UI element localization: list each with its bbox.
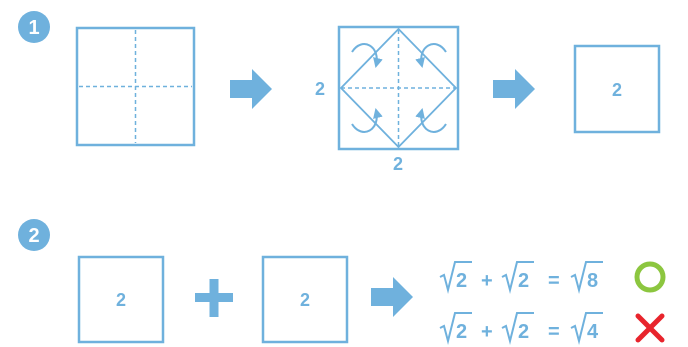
square-left: 2 xyxy=(77,255,165,344)
square-right: 2 xyxy=(261,255,349,344)
step-1-badge: 1 xyxy=(18,11,50,43)
fold-arrow-icon xyxy=(351,108,383,133)
folded-bottom-label: 2 xyxy=(393,154,403,174)
equation-wrong: 2 + 2 = 4 xyxy=(439,312,665,345)
eq1-plus: + xyxy=(481,270,493,292)
square-left-label: 2 xyxy=(116,290,126,310)
unfolded-square xyxy=(75,26,196,147)
folded-left-label: 2 xyxy=(315,79,325,99)
step-2-number: 2 xyxy=(28,225,39,247)
sqrt-icon xyxy=(501,312,534,345)
sqrt-icon xyxy=(570,312,603,345)
equation-correct: 2 + 2 = 8 xyxy=(439,261,666,294)
inner-diamond xyxy=(339,27,458,149)
result-square-label: 2 xyxy=(612,80,622,100)
arrow-right-icon xyxy=(371,277,413,317)
eq2-equals: = xyxy=(548,321,560,343)
eq1-equals: = xyxy=(548,270,560,292)
eq1-rhs: 8 xyxy=(587,270,598,292)
sqrt-icon xyxy=(439,261,472,294)
sqrt-icon xyxy=(570,261,603,294)
sqrt-icon xyxy=(501,261,534,294)
folding-square xyxy=(337,25,460,151)
cross-icon xyxy=(635,313,665,343)
fold-arrow-icon xyxy=(415,108,447,133)
step-1-number: 1 xyxy=(28,17,39,39)
result-square: 2 xyxy=(573,44,661,134)
step-2-badge: 2 xyxy=(18,219,50,251)
plus-icon xyxy=(195,279,233,317)
eq1-lhs-b: 2 xyxy=(518,270,529,292)
circle-icon xyxy=(634,261,666,293)
fold-arrow-icon xyxy=(415,43,447,68)
eq2-lhs-b: 2 xyxy=(518,321,529,343)
square-right-label: 2 xyxy=(300,290,310,310)
eq1-lhs-a: 2 xyxy=(456,270,467,292)
sqrt-icon xyxy=(439,312,472,345)
eq2-lhs-a: 2 xyxy=(456,321,467,343)
eq2-rhs: 4 xyxy=(587,321,599,343)
arrow-right-icon xyxy=(493,69,535,109)
fold-arrow-icon xyxy=(351,43,383,68)
eq2-plus: + xyxy=(481,321,493,343)
arrow-right-icon xyxy=(230,69,272,109)
